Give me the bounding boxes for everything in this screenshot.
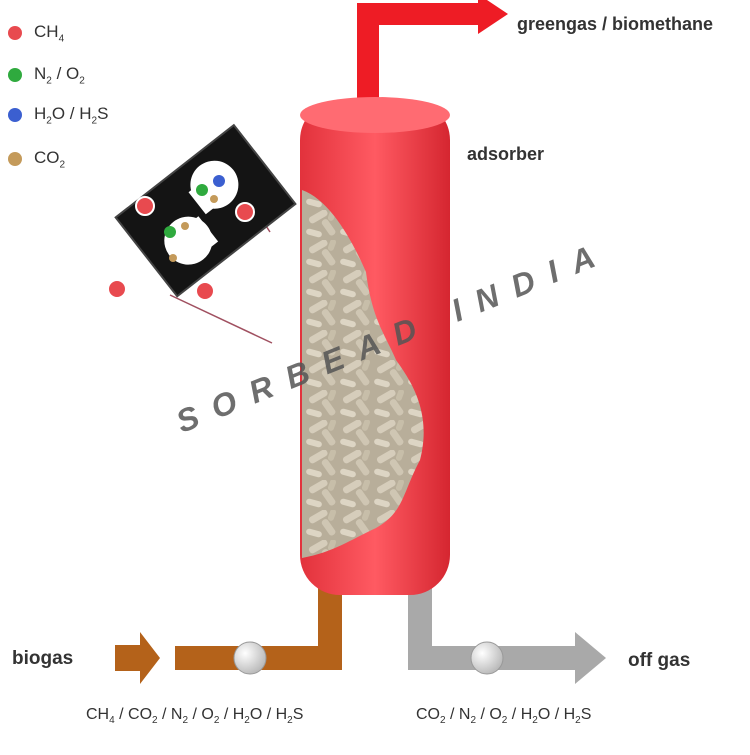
legend-item-n2-o2: N2 / O2	[8, 60, 85, 90]
feed-pipe	[175, 585, 342, 670]
legend-item-ch4: CH4	[8, 18, 64, 48]
legend-item-co2: CO2	[8, 144, 65, 174]
legend-item-h2o-h2s: H2O / H2S	[8, 100, 108, 130]
green-sphere-icon	[8, 68, 22, 82]
legend-label: N2 / O2	[34, 63, 85, 87]
vessel-top	[300, 97, 450, 133]
exhaust-pipe	[408, 585, 575, 670]
exhaust-arrow-icon	[575, 632, 606, 684]
exhaust-valve	[470, 641, 504, 675]
exhaust-label: off gas	[628, 650, 691, 671]
feed-composition: CH4 / CO2 / N2 / O2 / H2O / H2S	[86, 706, 304, 727]
product-label: greengas / biomethane	[517, 14, 714, 34]
legend-label: CO2	[34, 147, 66, 171]
pellet-bed	[302, 190, 424, 558]
product-pipe	[357, 3, 478, 118]
vessel-label: adsorber	[467, 144, 545, 164]
legend-label: CH4	[34, 21, 65, 45]
tan-sphere-icon	[8, 152, 22, 166]
feed-valve	[233, 641, 267, 675]
product-arrow-icon	[478, 0, 508, 34]
adsorbent-particle-callout	[107, 123, 297, 344]
feed-label: biogas	[12, 648, 74, 669]
legend-label: H2O / H2S	[34, 103, 109, 127]
feed-arrow-icon	[115, 632, 160, 684]
blue-sphere-icon	[8, 108, 22, 122]
red-sphere-icon	[8, 26, 22, 40]
exhaust-composition: CO2 / N2 / O2 / H2O / H2S	[416, 706, 592, 727]
